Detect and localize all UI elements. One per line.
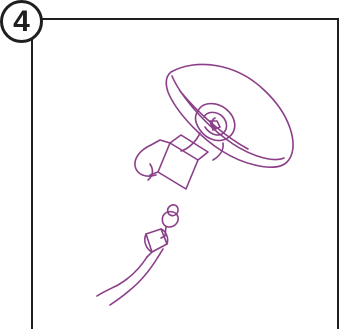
step-frame [31, 18, 339, 329]
step-badge: 4 [0, 0, 43, 43]
step-number: 4 [13, 7, 30, 37]
